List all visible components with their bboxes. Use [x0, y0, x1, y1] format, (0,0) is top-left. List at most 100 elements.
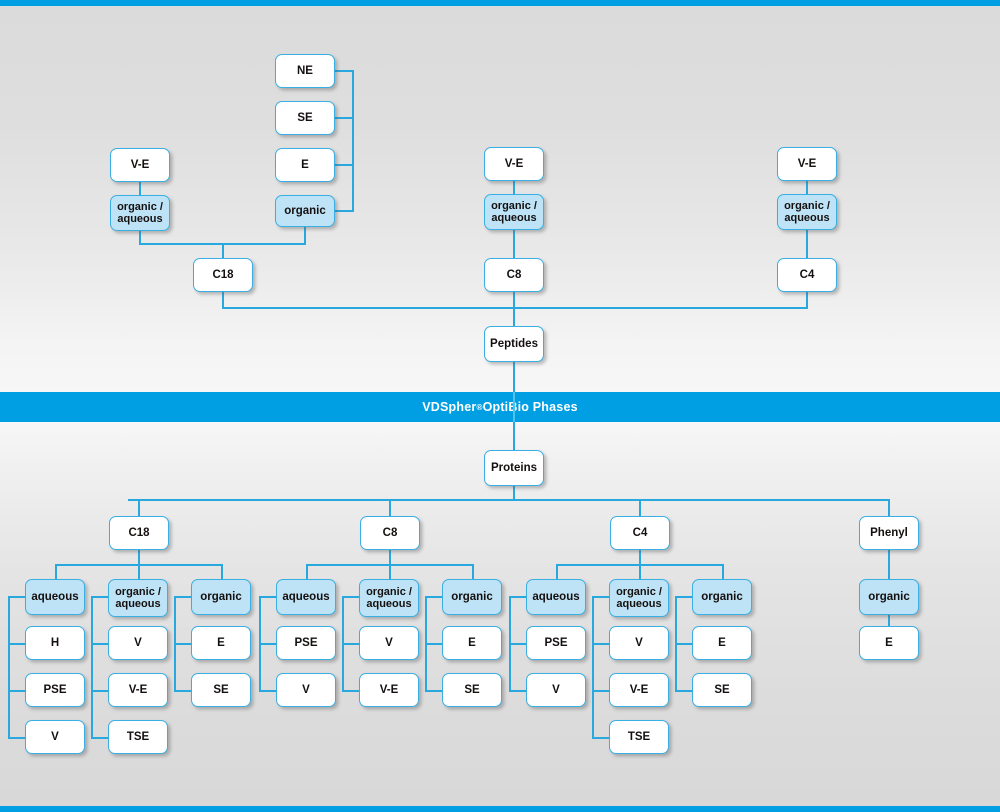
- peptides-c18-e-node[interactable]: E: [275, 148, 335, 182]
- connector-phenyl-organic-to-item: [888, 614, 890, 627]
- connector-c18-to-peptides-bar: [222, 291, 224, 309]
- connector-c18-aqueous-stub: [8, 596, 27, 598]
- proteins-c4-organic-item[interactable]: SE: [692, 673, 752, 707]
- proteins-c18-organic-item[interactable]: SE: [191, 673, 251, 707]
- connector-c8-aqueous-stub: [259, 596, 278, 598]
- connector-c8-down: [389, 549, 391, 565]
- connector-c4-organic-stub: [675, 596, 694, 598]
- proteins-phenyl-organic-item[interactable]: E: [859, 626, 919, 660]
- peptides-c18-se-node[interactable]: SE: [275, 101, 335, 135]
- connector-c8-organic-stub: [425, 596, 444, 598]
- peptides-c18-ve-node[interactable]: V-E: [110, 148, 170, 182]
- connector-proteins-down: [513, 485, 515, 500]
- proteins-c18-aqueous-item[interactable]: V: [25, 720, 85, 754]
- proteins-c8-orgaq-item[interactable]: V: [359, 626, 419, 660]
- proteins-c18-aqueous-node[interactable]: aqueous: [25, 579, 85, 615]
- peptides-phase-c8-node[interactable]: C8: [484, 258, 544, 292]
- proteins-c8-aqueous-item[interactable]: V: [276, 673, 336, 707]
- proteins-c8-organic-node[interactable]: organic: [442, 579, 502, 615]
- proteins-c18-orgaq-item[interactable]: TSE: [108, 720, 168, 754]
- proteins-c4-orgaq-item[interactable]: TSE: [609, 720, 669, 754]
- peptides-c8-organic-aqueous-node[interactable]: organic / aqueous: [484, 194, 544, 230]
- proteins-c8-aqueous-item[interactable]: PSE: [276, 626, 336, 660]
- proteins-c18-orgaq-item[interactable]: V: [108, 626, 168, 660]
- proteins-c4-organic-aqueous-node[interactable]: organic / aqueous: [609, 579, 669, 617]
- proteins-c4-aqueous-node[interactable]: aqueous: [526, 579, 586, 615]
- bottom-accent-bar: [0, 806, 1000, 812]
- connector-peptides-merge-bar: [222, 307, 808, 309]
- connector-c8-orgaq-stub: [342, 596, 361, 598]
- proteins-c8-orgaq-item[interactable]: V-E: [359, 673, 419, 707]
- connector-peptides-c18-organic-bracket-vertical: [352, 70, 354, 212]
- proteins-c18-aqueous-item[interactable]: H: [25, 626, 85, 660]
- proteins-c18-organic-node[interactable]: organic: [191, 579, 251, 615]
- connector-c4-orgaq-bracket: [592, 597, 594, 739]
- proteins-c8-organic-aqueous-node[interactable]: organic / aqueous: [359, 579, 419, 617]
- connector-c4-aqueous-item-1-stub: [509, 690, 528, 692]
- product-banner: VDSpher® OptiBio Phases: [0, 392, 1000, 422]
- peptides-c4-ve-node[interactable]: V-E: [777, 147, 837, 181]
- connector-c4-to-peptides-bar: [806, 291, 808, 309]
- proteins-c8-organic-item[interactable]: E: [442, 626, 502, 660]
- proteins-phase-phenyl-node[interactable]: Phenyl: [859, 516, 919, 550]
- proteins-c8-aqueous-node[interactable]: aqueous: [276, 579, 336, 615]
- proteins-c18-aqueous-item[interactable]: PSE: [25, 673, 85, 707]
- peptides-c18-organic-node[interactable]: organic: [275, 195, 335, 227]
- connector-c8-orgaq-item-0-stub: [342, 643, 361, 645]
- connector-peptides-c18-ne-stub: [334, 70, 354, 72]
- connector-c18-orgaq-item-1-stub: [91, 690, 110, 692]
- proteins-c4-aqueous-item[interactable]: PSE: [526, 626, 586, 660]
- connector-peptides-c8-modifier-to-phase: [513, 229, 515, 259]
- proteins-c18-orgaq-item[interactable]: V-E: [108, 673, 168, 707]
- proteins-phase-c18-node[interactable]: C18: [109, 516, 169, 550]
- connector-c18-to-organic-aqueous: [138, 564, 140, 580]
- peptides-phase-c18-node[interactable]: C18: [193, 258, 253, 292]
- connector-c8-to-organic-aqueous: [389, 564, 391, 580]
- proteins-phase-c4-node[interactable]: C4: [610, 516, 670, 550]
- proteins-c8-organic-item[interactable]: SE: [442, 673, 502, 707]
- connector-c18-aqueous-item-2-stub: [8, 737, 27, 739]
- connector-c8-aqueous-item-0-stub: [259, 643, 278, 645]
- peptides-c18-organic-aqueous-node[interactable]: organic / aqueous: [110, 195, 170, 231]
- connector-c18-organic-item-0-stub: [174, 643, 193, 645]
- proteins-c4-aqueous-item[interactable]: V: [526, 673, 586, 707]
- connector-c18-aqueous-item-0-stub: [8, 643, 27, 645]
- proteins-c4-orgaq-item[interactable]: V-E: [609, 673, 669, 707]
- connector-c4-aqueous-item-0-stub: [509, 643, 528, 645]
- proteins-phase-c8-node[interactable]: C8: [360, 516, 420, 550]
- proteins-c4-orgaq-item[interactable]: V: [609, 626, 669, 660]
- connector-proteins-to-phenyl: [888, 499, 890, 516]
- peptides-phase-c4-node[interactable]: C4: [777, 258, 837, 292]
- connector-peptides-to-banner: [513, 361, 515, 392]
- connector-c18-down: [138, 549, 140, 565]
- connector-c4-to-organic: [722, 564, 724, 580]
- connector-c8-to-organic: [472, 564, 474, 580]
- connector-peptides-c18-ve-to-modifier: [139, 181, 141, 196]
- peptides-c18-ne-node[interactable]: NE: [275, 54, 335, 88]
- proteins-root-node[interactable]: Proteins: [484, 450, 544, 486]
- proteins-c18-organic-aqueous-node[interactable]: organic / aqueous: [108, 579, 168, 617]
- connector-c18-orgaq-item-0-stub: [91, 643, 110, 645]
- connector-peptides-c4-ve-to-modifier: [806, 180, 808, 195]
- connector-c4-orgaq-item-0-stub: [592, 643, 611, 645]
- connector-through-banner: [513, 392, 515, 422]
- connector-peptides-c18-modifier-down: [139, 230, 141, 245]
- connector-peptides-c4-modifier-to-phase: [806, 229, 808, 259]
- proteins-c4-organic-node[interactable]: organic: [692, 579, 752, 615]
- connector-phenyl-to-organic: [888, 549, 890, 580]
- connector-c18-to-aqueous: [55, 564, 57, 580]
- proteins-c18-organic-item[interactable]: E: [191, 626, 251, 660]
- connector-c18-aqueous-item-1-stub: [8, 690, 27, 692]
- connector-c4-orgaq-stub: [592, 596, 611, 598]
- connector-c4-aqueous-stub: [509, 596, 528, 598]
- connector-c4-organic-item-1-stub: [675, 690, 694, 692]
- peptides-root-node[interactable]: Peptides: [484, 326, 544, 362]
- connector-c18-orgaq-bracket: [91, 597, 93, 739]
- proteins-c4-organic-item[interactable]: E: [692, 626, 752, 660]
- peptides-c4-organic-aqueous-node[interactable]: organic / aqueous: [777, 194, 837, 230]
- connector-peptides-c8-ve-to-modifier: [513, 180, 515, 195]
- connector-c18-orgaq-item-2-stub: [91, 737, 110, 739]
- peptides-c8-ve-node[interactable]: V-E: [484, 147, 544, 181]
- proteins-phenyl-organic-node[interactable]: organic: [859, 579, 919, 615]
- connector-banner-to-proteins: [513, 421, 515, 451]
